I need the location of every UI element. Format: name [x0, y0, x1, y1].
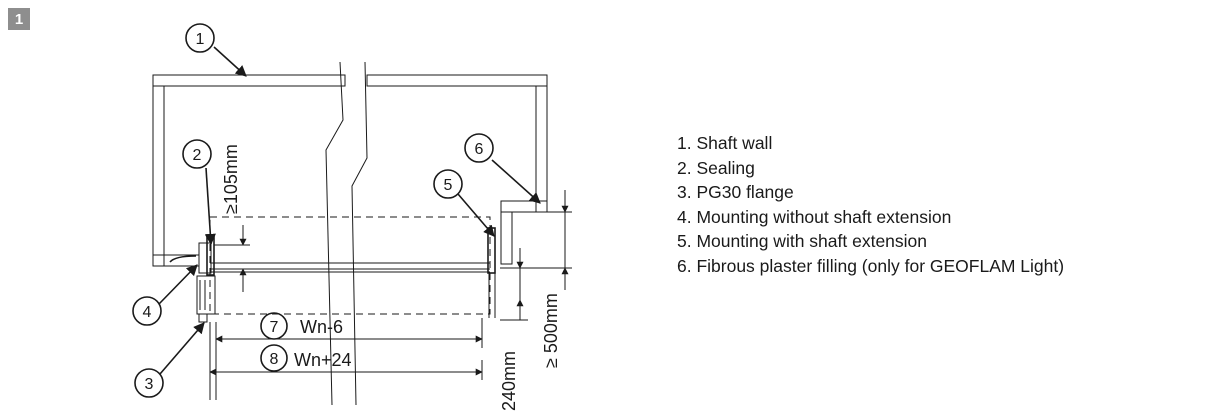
legend-item: 3. PG30 flange: [677, 182, 794, 202]
callout-2-label: 2: [193, 147, 202, 164]
callout-4-label: 4: [143, 304, 152, 321]
break-lines: [325, 61, 368, 406]
dim-wn-plus-24: Wn+24: [294, 350, 352, 370]
legend-item: 6. Fibrous plaster filling (only for GEO…: [677, 255, 1065, 276]
callout-4: 4: [132, 296, 162, 326]
callout-2: 2: [182, 139, 212, 169]
dim-wn-minus-6: Wn-6: [300, 317, 343, 337]
legend-item: 4. Mounting without shaft extension: [677, 206, 952, 227]
callout-1-label: 1: [196, 31, 205, 48]
legend-item: 5. Mounting with shaft extension: [677, 231, 928, 251]
callout-3-label: 3: [145, 376, 154, 393]
callout-6: 6: [464, 133, 494, 163]
legend-item: 1. Shaft wall: [677, 133, 773, 153]
dim-240mm: 240mm: [499, 351, 519, 411]
figure-number-badge: 1: [8, 8, 30, 30]
callout-8: 8: [260, 344, 288, 372]
callout-5: 5: [433, 169, 463, 199]
legend-item: 2. Sealing: [677, 157, 755, 178]
callout-1: 1: [185, 23, 215, 53]
leader-lines: [158, 46, 541, 375]
dim-min-500mm: ≥ 500mm: [541, 293, 561, 368]
callout-6-label: 6: [475, 141, 484, 158]
callout-7: 7: [260, 312, 288, 340]
callout-5-label: 5: [444, 177, 453, 194]
legend: 1. Shaft wall 2. Sealing 3. PG30 flange …: [677, 131, 1064, 278]
dim-min-105mm: ≥105mm: [221, 144, 241, 214]
callout-8-label: 8: [270, 351, 279, 368]
callout-3: 3: [134, 368, 164, 398]
dimension-lines: [209, 190, 572, 400]
callout-7-label: 7: [270, 319, 279, 336]
